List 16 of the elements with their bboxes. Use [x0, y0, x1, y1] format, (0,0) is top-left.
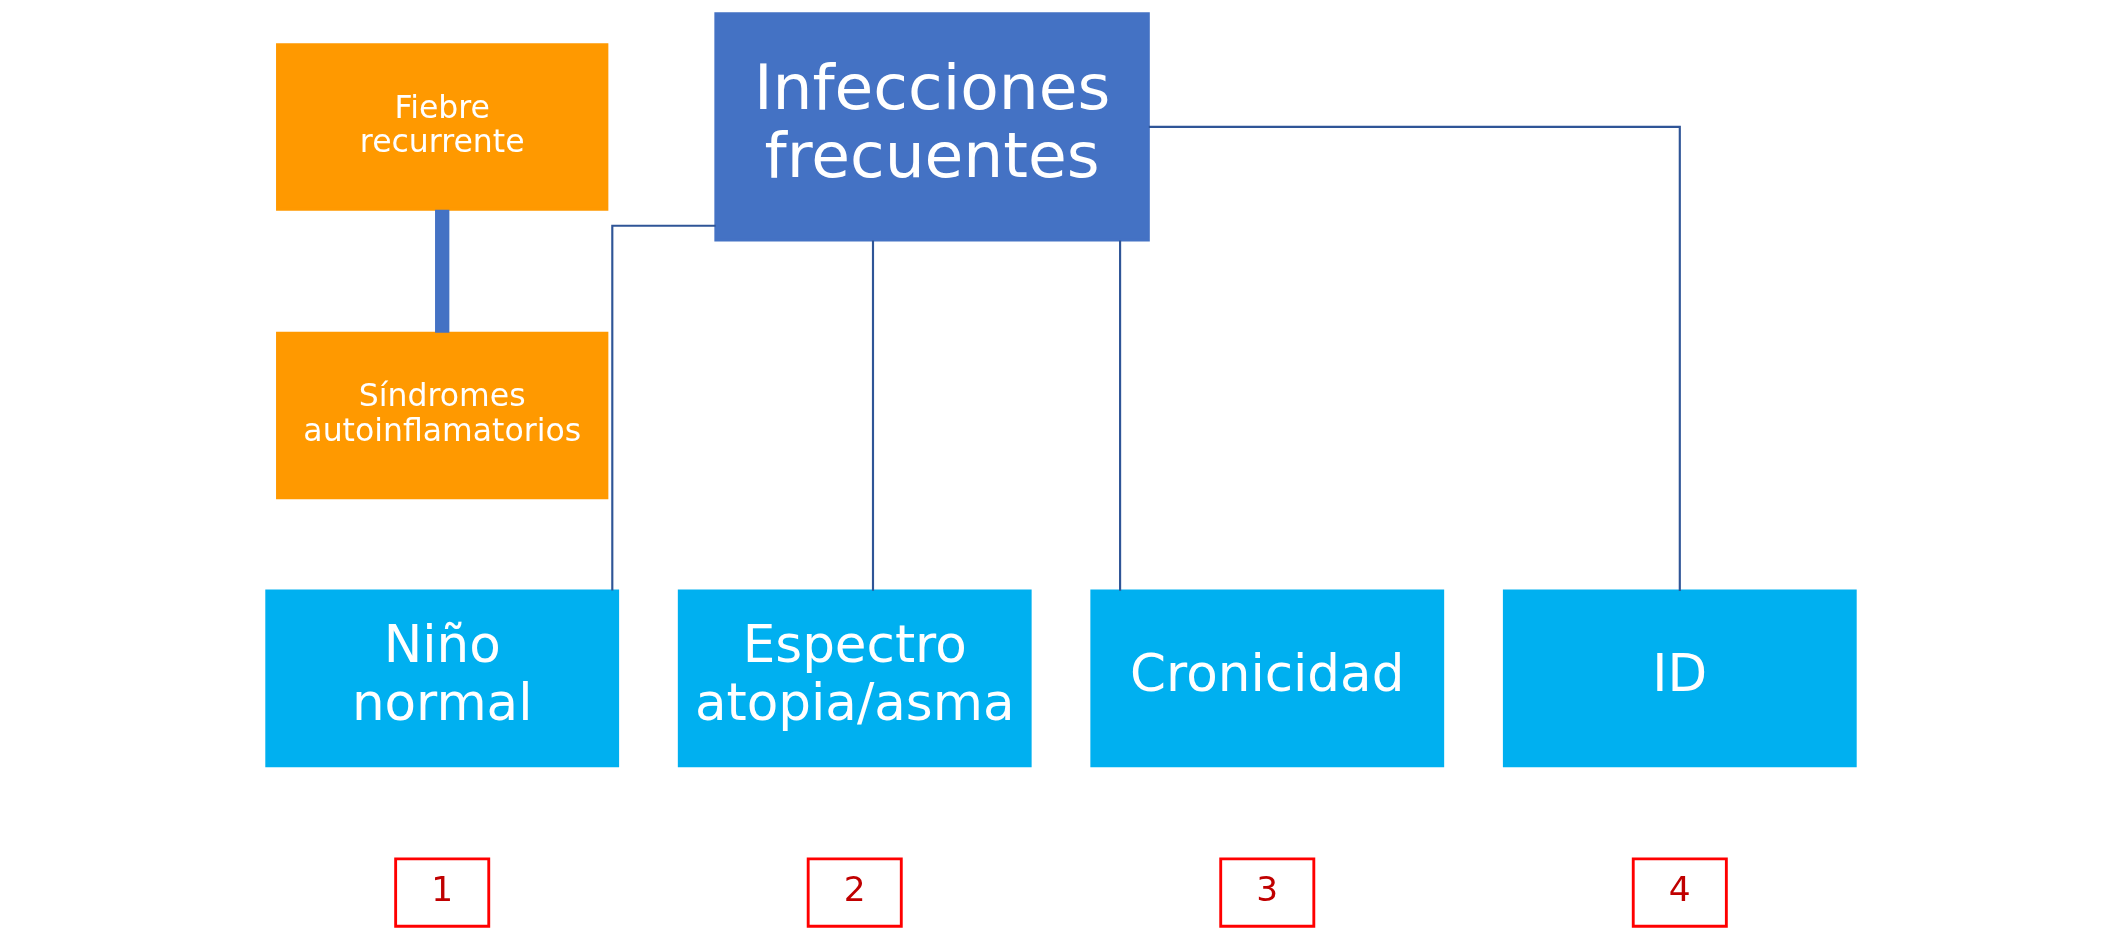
connector [1148, 125, 1681, 592]
connector [610, 224, 716, 591]
node-box: Síndromes autoinflamatorios [275, 331, 608, 500]
connector [1118, 240, 1121, 591]
node-box: 1 [393, 857, 490, 928]
node-box: 4 [1631, 857, 1728, 928]
node-box: Espectro atopia/asma [677, 589, 1032, 768]
node-box: 3 [1218, 857, 1315, 928]
node-box: Infecciones frecuentes [713, 12, 1150, 242]
node-box: Niño normal [264, 589, 619, 768]
connector [871, 240, 874, 591]
node-box: Cronicidad [1089, 589, 1444, 768]
connector [434, 209, 449, 333]
node-box: 2 [806, 857, 903, 928]
node-box: ID [1502, 589, 1857, 768]
node-box: Fiebre recurrente [275, 43, 608, 211]
